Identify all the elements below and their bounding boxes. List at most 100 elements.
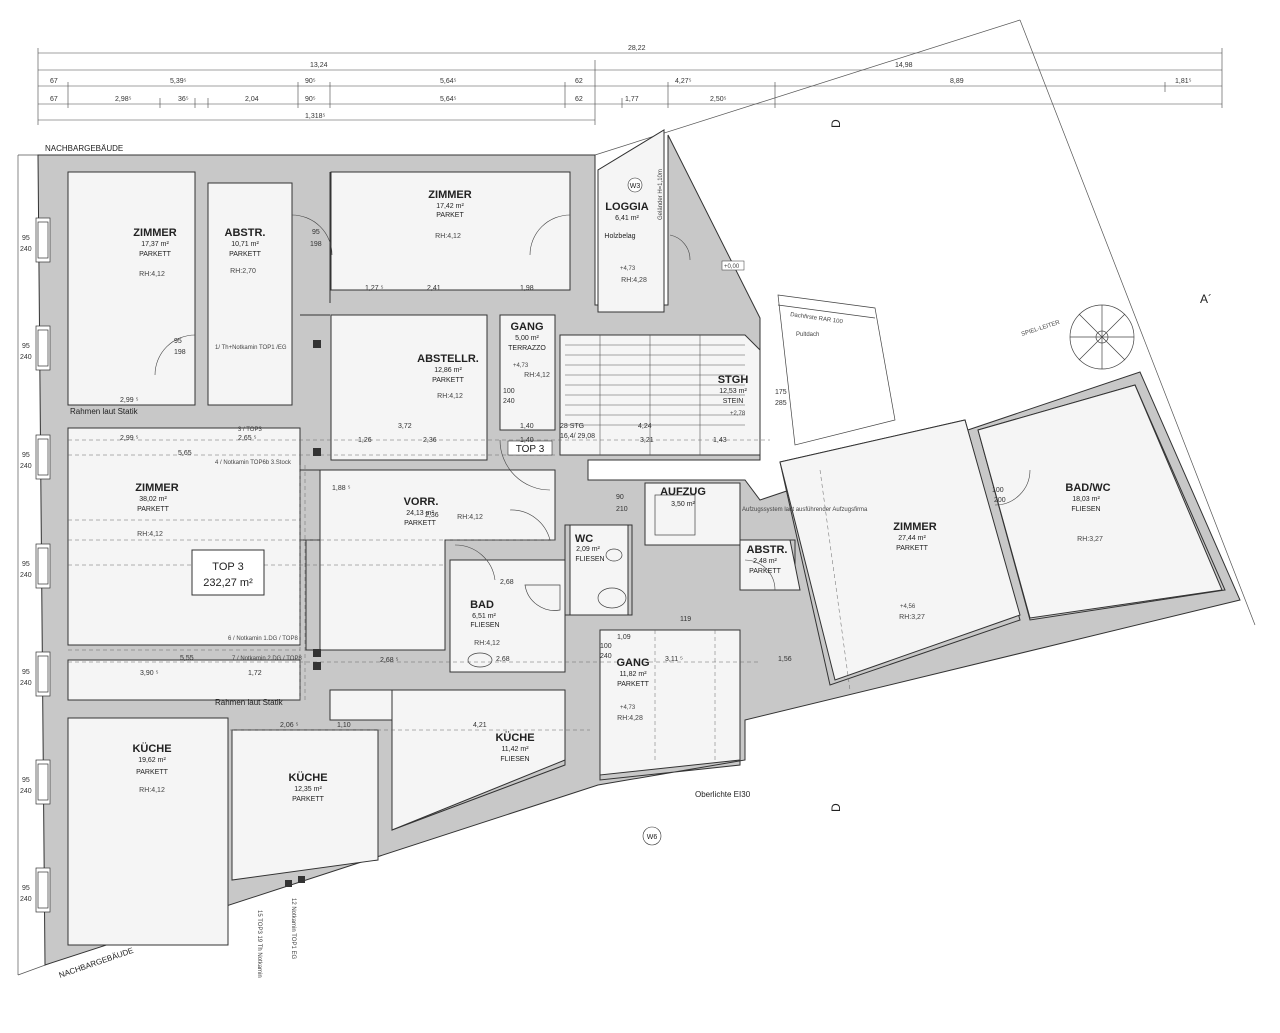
svg-text:12,35 m²: 12,35 m² (294, 786, 322, 793)
svg-text:RH:3,27: RH:3,27 (899, 614, 925, 621)
room-loggia: LOGGIA 6,41 m² Holzbelag RH:4,28 (604, 201, 648, 284)
svg-text:LOGGIA: LOGGIA (605, 201, 648, 213)
svg-text:2,41: 2,41 (427, 285, 441, 292)
svg-text:27,44 m²: 27,44 m² (898, 535, 926, 542)
svg-text:4,24: 4,24 (638, 423, 652, 430)
unit-tag: TOP 3 (516, 444, 545, 455)
svg-text:240: 240 (20, 572, 32, 579)
svg-text:3,72: 3,72 (398, 423, 412, 430)
svg-text:+4,73: +4,73 (513, 363, 529, 369)
dimension-labels-top: 28,22 13,24 14,98 67 5,39⁵ 90⁵ 5,64⁵ 62 … (50, 45, 1192, 120)
svg-text:GANG: GANG (511, 321, 544, 333)
svg-text:15 TOP3 19 Th Notkamin: 15 TOP3 19 Th Notkamin (256, 910, 262, 978)
dim-r3-2: 36⁵ (178, 96, 189, 103)
svg-text:240: 240 (20, 246, 32, 253)
svg-text:A´: A´ (1200, 292, 1212, 306)
svg-text:11,82 m²: 11,82 m² (619, 671, 647, 678)
svg-text:Oberlichte EI30: Oberlichte EI30 (695, 790, 751, 799)
dim-r2-1: 5,39⁵ (170, 78, 187, 85)
svg-text:1,72: 1,72 (248, 670, 262, 677)
room-stgh: STGH 12,53 m² STEIN (718, 374, 749, 405)
dim-r2-6: 8,89 (950, 78, 964, 85)
svg-text:PARKETT: PARKETT (749, 568, 781, 575)
svg-text:175: 175 (775, 389, 787, 396)
room-badwc: BAD/WC 18,03 m² FLIESEN RH:3,27 (1065, 482, 1110, 543)
unit-area: 232,27 m² (203, 577, 253, 589)
svg-text:28 STG: 28 STG (560, 423, 584, 430)
svg-text:Dachfirste RAR 100: Dachfirste RAR 100 (790, 312, 844, 325)
unit-box (191, 549, 265, 596)
dim-r2-0: 67 (50, 78, 58, 85)
svg-text:KÜCHE: KÜCHE (132, 742, 171, 755)
svg-text:W3: W3 (630, 183, 641, 190)
svg-text:3,11 ⁵: 3,11 ⁵ (665, 656, 683, 663)
chimney-markers (285, 340, 321, 887)
dim-right-total: 14,98 (895, 62, 913, 69)
dim-r3-7: 1,77 (625, 96, 639, 103)
svg-text:D: D (829, 803, 843, 812)
pultdach (777, 294, 896, 446)
svg-text:95: 95 (312, 229, 320, 236)
svg-text:2,09 m²: 2,09 m² (576, 546, 600, 553)
svg-text:210: 210 (616, 506, 628, 513)
svg-text:RH:4,12: RH:4,12 (457, 514, 483, 521)
svg-text:240: 240 (20, 896, 32, 903)
dim-left-total: 13,24 (310, 62, 328, 69)
svg-text:12 Notkamin TOP1 EG: 12 Notkamin TOP1 EG (290, 898, 296, 959)
svg-text:95: 95 (22, 561, 30, 568)
svg-text:RH:3,27: RH:3,27 (1077, 536, 1103, 543)
svg-text:PARKETT: PARKETT (292, 796, 324, 803)
svg-text:D: D (829, 119, 843, 128)
room-kueche2: KÜCHE 12,35 m² PARKETT (288, 771, 327, 803)
svg-text:12,86 m²: 12,86 m² (434, 367, 462, 374)
svg-text:12,53 m²: 12,53 m² (719, 388, 747, 395)
svg-text:6,51 m²: 6,51 m² (472, 613, 496, 620)
svg-text:+0,00: +0,00 (724, 264, 740, 270)
svg-text:2,36: 2,36 (425, 512, 439, 519)
room-fills (67, 129, 1223, 946)
svg-text:+4,56: +4,56 (900, 604, 916, 610)
svg-text:7 / Notkamin 2.DG / TOP8: 7 / Notkamin 2.DG / TOP8 (232, 656, 302, 662)
svg-text:19,62 m²: 19,62 m² (138, 757, 166, 764)
svg-text:198: 198 (174, 349, 186, 356)
svg-text:Aufzugssystem laut ausführende: Aufzugssystem laut ausführender Aufzugsf… (742, 507, 868, 513)
dim-r3-8: 2,50⁵ (710, 96, 727, 103)
dim-r4: 1,318⁵ (305, 113, 326, 120)
door-swings (154, 214, 1031, 591)
svg-text:ABSTR.: ABSTR. (225, 227, 266, 239)
svg-text:2,68 ⁵: 2,68 ⁵ (380, 657, 399, 664)
svg-text:2,99 ⁵: 2,99 ⁵ (120, 397, 139, 404)
dim-r3-4: 90⁵ (305, 96, 316, 103)
dim-r2-3: 5,64⁵ (440, 78, 457, 85)
dim-r3-6: 62 (575, 96, 583, 103)
svg-text:RH:4,12: RH:4,12 (139, 787, 165, 794)
svg-text:PARKETT: PARKETT (229, 251, 261, 258)
svg-text:1,26: 1,26 (358, 437, 372, 444)
svg-text:Pultdach: Pultdach (796, 332, 819, 338)
svg-text:5,00 m²: 5,00 m² (515, 335, 539, 342)
svg-text:+4,73: +4,73 (620, 266, 636, 272)
dim-r2-4: 62 (575, 78, 583, 85)
svg-text:240: 240 (20, 788, 32, 795)
svg-text:2,36: 2,36 (423, 437, 437, 444)
svg-text:4 / Notkamin TOP6b 3.Stock: 4 / Notkamin TOP6b 3.Stock (215, 460, 292, 466)
svg-text:ZIMMER: ZIMMER (893, 521, 936, 533)
svg-text:ABSTR.: ABSTR. (747, 544, 788, 556)
svg-text:STGH: STGH (718, 374, 749, 386)
svg-text:FLIESEN: FLIESEN (470, 622, 499, 629)
svg-text:BAD/WC: BAD/WC (1065, 482, 1110, 494)
svg-text:RH:4,12: RH:4,12 (474, 640, 500, 647)
svg-text:VORR.: VORR. (404, 496, 439, 508)
svg-text:11,42 m²: 11,42 m² (501, 746, 529, 753)
svg-text:3,21: 3,21 (640, 437, 654, 444)
svg-text:PARKETT: PARKETT (137, 506, 169, 513)
svg-text:W6: W6 (647, 834, 658, 841)
svg-text:95: 95 (22, 777, 30, 784)
svg-text:AUFZUG: AUFZUG (660, 486, 706, 498)
room-zimmer1: ZIMMER 17,37 m² PARKETT RH:4,12 (133, 227, 176, 278)
svg-text:1,27 ⁵: 1,27 ⁵ (365, 285, 384, 292)
svg-text:24,13 m²: 24,13 m² (406, 510, 434, 517)
svg-text:1,43: 1,43 (713, 437, 727, 444)
room-zimmer3: ZIMMER 38,02 m² PARKETT RH:4,12 (135, 482, 178, 538)
svg-text:1,09: 1,09 (617, 634, 631, 641)
